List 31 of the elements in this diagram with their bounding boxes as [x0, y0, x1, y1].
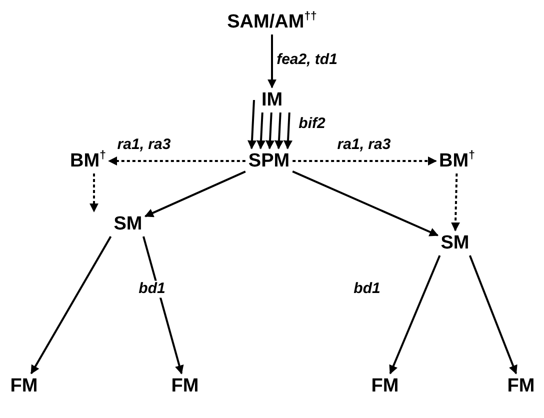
arrow [144, 170, 246, 218]
arrow [451, 173, 460, 232]
arrow [90, 174, 98, 212]
meristem-label: BM$^{†}$ [439, 152, 475, 170]
arrow [284, 112, 292, 150]
edge-label: bd1 [138, 280, 166, 298]
arrow [108, 156, 246, 166]
arrow [292, 170, 439, 236]
edge-label: ra1, ra3 [116, 136, 172, 154]
arrow [142, 236, 184, 374]
arrow [292, 156, 437, 166]
meristem-label: IM [261, 90, 283, 110]
meristem-label: SM [440, 234, 470, 252]
meristem-label: FM [371, 376, 399, 396]
meristem-label: BM$^{†}$ [70, 152, 106, 170]
arrow [266, 112, 274, 150]
arrow [268, 34, 276, 88]
meristem-label: SPM [248, 152, 290, 170]
meristem-label: SM [114, 214, 142, 234]
arrow [30, 236, 112, 374]
arrow [256, 112, 266, 150]
meristem-label: FM [171, 376, 199, 396]
arrow [468, 255, 518, 374]
meristem-label: FM [10, 376, 38, 396]
arrow [389, 255, 441, 374]
meristem-label: FM [507, 376, 535, 396]
arrow [248, 100, 256, 150]
edge-label: ra1, ra3 [336, 136, 392, 154]
edge-label: fea2, td1 [276, 52, 338, 68]
meristem-label: SAM/AM$^{††}$ [227, 12, 317, 32]
arrow [274, 112, 284, 150]
